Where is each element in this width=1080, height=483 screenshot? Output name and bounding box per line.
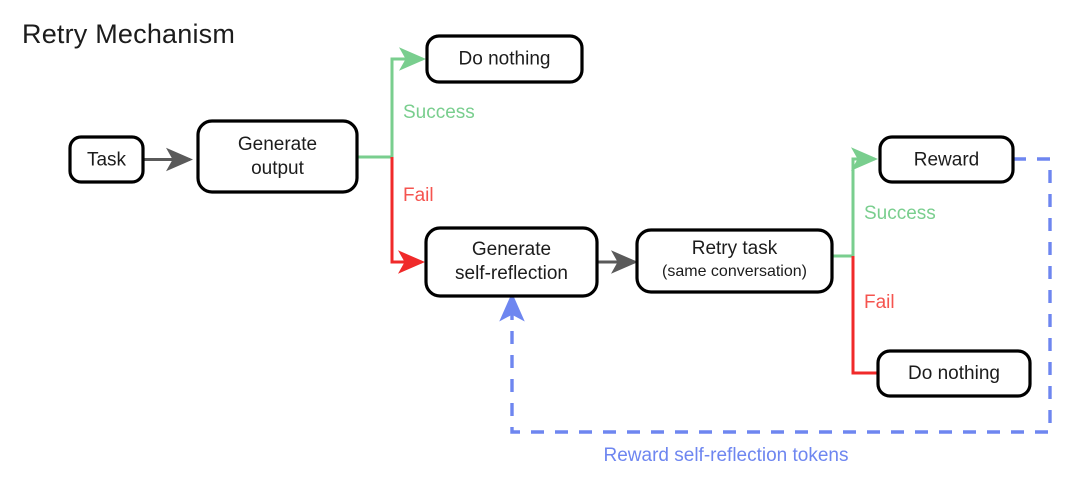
node-generate-output[interactable]: Generate output (196, 119, 359, 194)
node-do-nothing-top-label: Do nothing (459, 49, 551, 70)
node-retry-task-box (635, 228, 834, 294)
node-reward-box (878, 135, 1015, 184)
node-retry-task-label-line2: (same conversation) (662, 263, 807, 280)
node-generate-self-reflection-box (424, 226, 599, 298)
node-retry-task-label-line1: Retry task (692, 238, 778, 259)
edge-label-fail-right: Fail (864, 292, 895, 313)
edge-label-fail-top: Fail (403, 185, 434, 206)
node-do-nothing-top-box (425, 34, 584, 84)
node-task-label: Task (87, 150, 127, 171)
edge-fail-to-self-reflection (390, 157, 425, 274)
edge-reward-tokens-feedback (499, 157, 1052, 434)
node-task-box (68, 135, 145, 184)
node-task[interactable]: Task (68, 135, 145, 184)
node-retry-task[interactable]: Retry task (same conversation) (635, 228, 834, 294)
node-reward[interactable]: Reward (878, 135, 1015, 184)
node-self-reflection-label-line2: self-reflection (455, 263, 568, 284)
node-generate-output-label-line2: output (251, 158, 305, 179)
node-generate-output-label-line1: Generate (238, 134, 317, 155)
node-self-reflection-label-line1: Generate (472, 239, 551, 260)
edge-label-reward-tokens: Reward self-reflection tokens (604, 445, 849, 466)
edge-fail-to-do-nothing-bottom (851, 256, 878, 375)
node-generate-output-box (196, 119, 359, 194)
edge-label-success-right: Success (864, 203, 936, 224)
node-do-nothing-bottom[interactable]: Do nothing (876, 349, 1032, 398)
edge-success-to-reward (832, 147, 878, 258)
node-generate-self-reflection[interactable]: Generate self-reflection (424, 226, 599, 298)
node-do-nothing-bottom-label: Do nothing (908, 363, 1000, 384)
node-reward-label: Reward (914, 150, 979, 171)
page-title: Retry Mechanism (22, 19, 235, 49)
node-do-nothing-top[interactable]: Do nothing (425, 34, 584, 84)
edge-success-to-do-nothing-top (357, 47, 426, 159)
edge-label-success-top: Success (403, 102, 475, 123)
node-do-nothing-bottom-box (876, 349, 1032, 398)
